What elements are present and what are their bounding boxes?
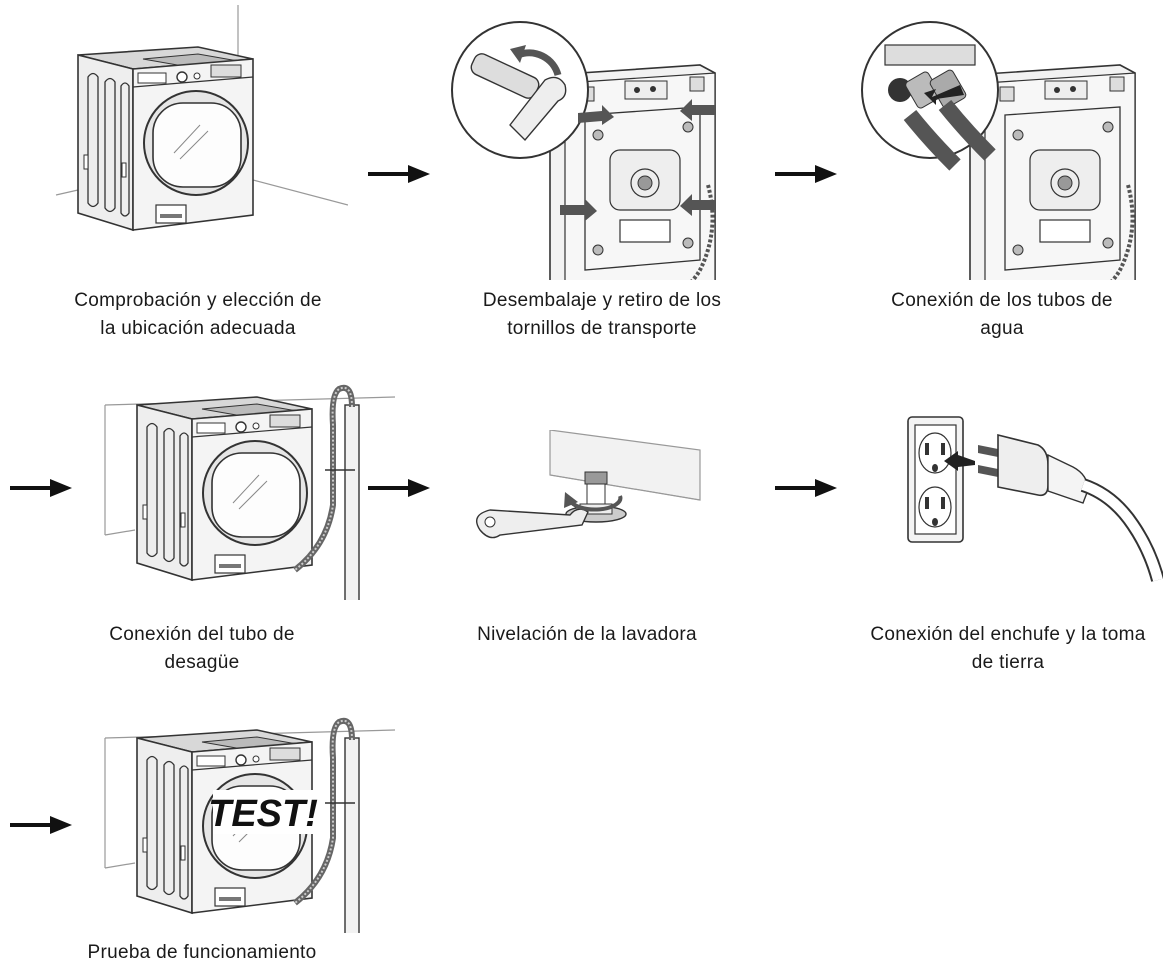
leveling-feet-illustration <box>476 430 701 539</box>
connect-water-hoses-illustration <box>861 21 1137 280</box>
washer-in-corner-illustration <box>55 5 348 231</box>
test-label: TEST! <box>208 793 318 835</box>
step-caption: Nivelación de la lavadora <box>477 624 697 645</box>
arrow-right-icon <box>368 165 430 183</box>
test-run-illustration: TEST! <box>104 708 395 933</box>
arrow-right-icon <box>368 479 430 497</box>
arrow-right-icon <box>10 816 72 834</box>
plug-and-outlet-illustration <box>907 416 1163 582</box>
arrow-right-icon <box>775 479 837 497</box>
drain-hose-illustration <box>104 375 395 600</box>
step-caption: Prueba de funcionamiento <box>87 942 317 963</box>
arrow-right-icon <box>10 479 72 497</box>
arrow-right-icon <box>775 165 837 183</box>
remove-transport-bolts-illustration <box>451 21 717 280</box>
